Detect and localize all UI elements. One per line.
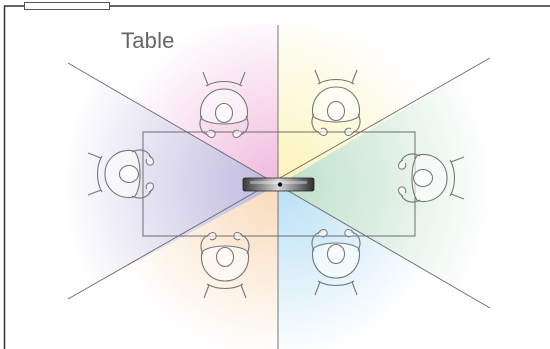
diagram-title: Table (121, 28, 175, 53)
sector-left (68, 63, 278, 299)
frame-tab (24, 2, 110, 10)
sector-bottom-right (278, 185, 490, 349)
sector-right (278, 58, 500, 308)
sector-top-right (278, 25, 490, 185)
camera-device (242, 177, 315, 192)
sector-top-left (68, 25, 278, 185)
camera-lens-icon (277, 182, 283, 187)
view-sectors (68, 25, 500, 349)
sector-bottom-left (68, 185, 278, 349)
